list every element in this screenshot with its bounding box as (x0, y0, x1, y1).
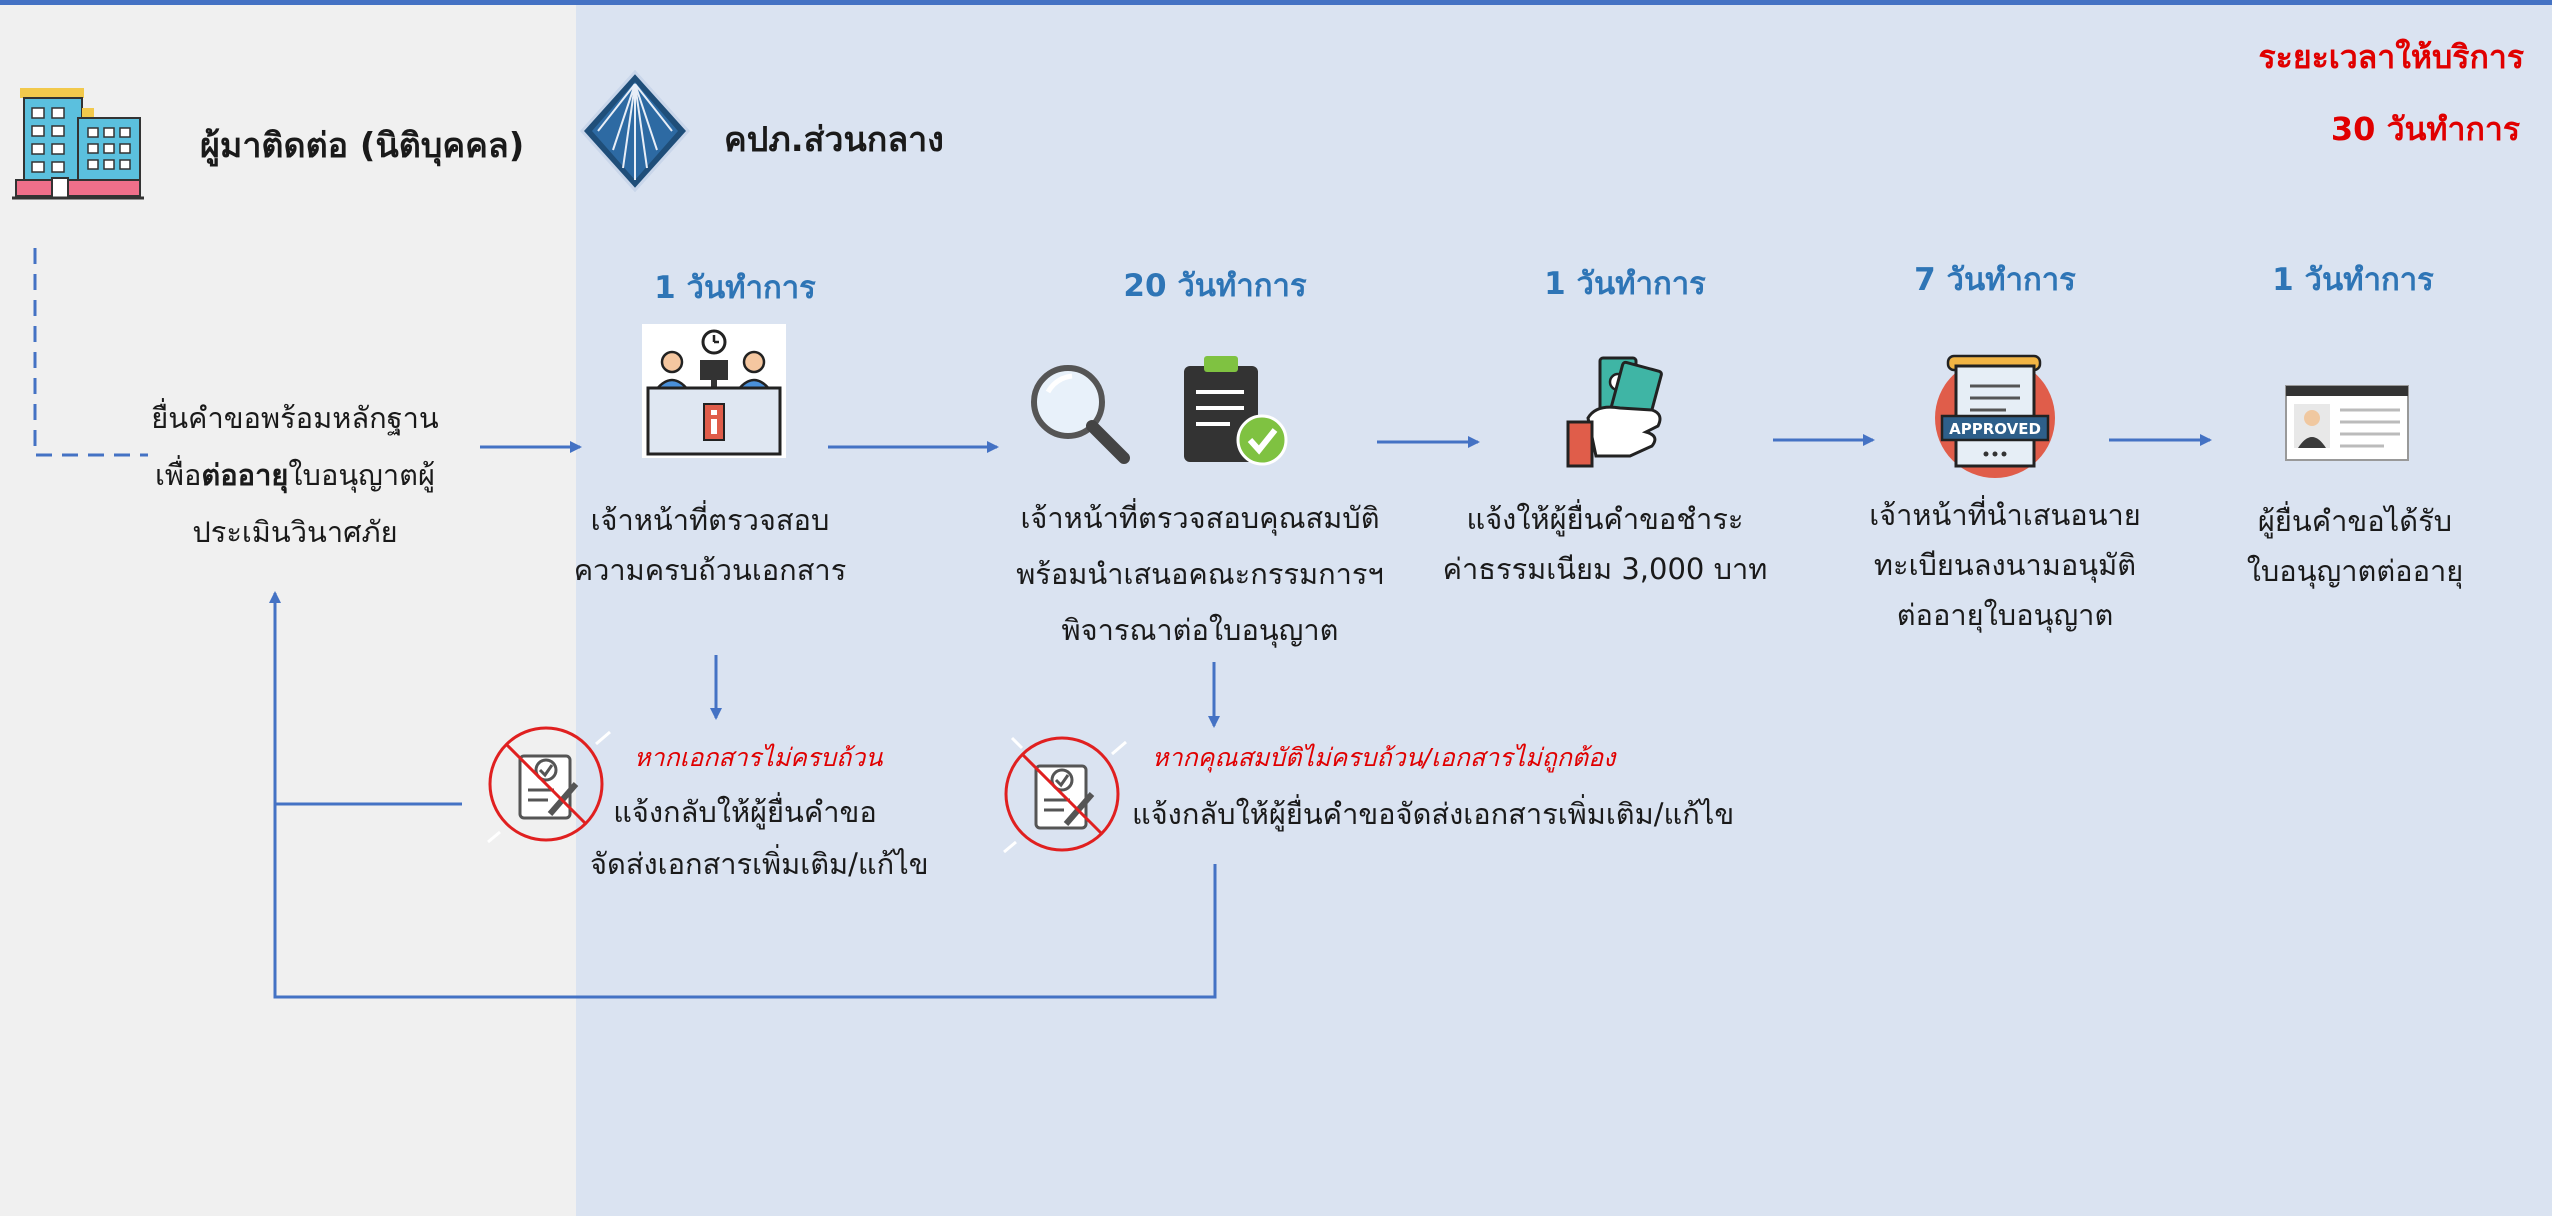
rejection1-line-2: จัดส่งเอกสารเพิ่มเติม/แก้ไข (590, 847, 929, 881)
applicant-label: ผู้มาติดต่อ (นิติบุคคล) (200, 126, 525, 166)
step2-line-1: เจ้าหน้าที่ตรวจสอบคุณสมบัติ (1020, 501, 1380, 535)
step4-duration: 7 วันทำการ (1914, 262, 2076, 298)
step5-description: ผู้ยื่นคำขอได้รับ ใบอนุญาตต่ออายุ (2215, 496, 2495, 596)
step2-duration: 20 วันทำการ (1123, 268, 1307, 304)
svg-text:APPROVED: APPROVED (1949, 420, 2041, 438)
rejection2-warning: หากคุณสมบัติไม่ครบถ้วน/เอกสารไม่ถูกต้อง (1152, 743, 1616, 772)
return-line-2 (269, 591, 1217, 999)
rejection1-warning: หากเอกสารไม่ครบถ้วน (634, 743, 883, 772)
step4-description: เจ้าหน้าที่นำเสนอนาย ทะเบียนลงนามอนุมัติ… (1855, 490, 2155, 640)
step1-description: เจ้าหน้าที่ตรวจสอบ ความครบถ้วนเอกสาร (560, 495, 860, 595)
step5-line-1: ผู้ยื่นคำขอได้รับ (2257, 504, 2453, 538)
license-card-icon (2284, 384, 2410, 466)
rejection1-line-1: แจ้งกลับให้ผู้ยื่นคำขอ (613, 795, 877, 829)
rejected-qualification-icon (1000, 732, 1128, 864)
rejection1-note: แจ้งกลับให้ผู้ยื่นคำขอ จัดส่งเอกสารเพิ่ม… (590, 786, 929, 890)
step2-description: เจ้าหน้าที่ตรวจสอบคุณสมบัติ พร้อมนำเสนอค… (1000, 490, 1400, 658)
agency-label: คปภ.ส่วนกลาง (724, 120, 944, 160)
rejection2-line-1: แจ้งกลับให้ผู้ยื่นคำขอจัดส่งเอกสารเพิ่มเ… (1132, 797, 1735, 831)
step3-description: แจ้งให้ผู้ยื่นคำขอชำระ ค่าธรรมเนียม 3,00… (1440, 494, 1770, 594)
submit-request-text: ยื่นคำขอพร้อมหลักฐาน เพื่อต่ออายุใบอนุญา… (130, 390, 460, 561)
service-time-value: 30 วันทำการ (2330, 110, 2520, 148)
submit-line-1: ยื่นคำขอพร้อมหลักฐาน (151, 401, 439, 435)
step1-line-1: เจ้าหน้าที่ตรวจสอบ (590, 503, 830, 537)
rejected-document-icon (484, 722, 612, 854)
building-icon (12, 82, 144, 208)
top-accent-bar (0, 0, 2552, 5)
step3-duration: 1 วันทำการ (1544, 266, 1706, 302)
step3-line-1: แจ้งให้ผู้ยื่นคำขอชำระ (1466, 502, 1744, 536)
magnifier-icon (1028, 362, 1130, 468)
payment-hand-icon (1566, 352, 1678, 476)
step5-line-2: ใบอนุญาตต่ออายุ (2246, 554, 2464, 588)
step1-duration: 1 วันทำการ (654, 270, 816, 306)
submit-line-2-prefix: เพื่อ (154, 458, 202, 492)
service-time-label: ระยะเวลาให้บริการ (2258, 38, 2524, 76)
clipboard-check-icon (1180, 354, 1288, 470)
step4-line-3: ต่ออายุใบอนุญาต (1896, 598, 2114, 632)
agency-logo-icon (578, 69, 692, 196)
rejection2-note: แจ้งกลับให้ผู้ยื่นคำขอจัดส่งเอกสารเพิ่มเ… (1132, 788, 1734, 840)
step1-line-2: ความครบถ้วนเอกสาร (573, 553, 847, 587)
step4-line-2: ทะเบียนลงนามอนุมัติ (1873, 548, 2137, 582)
reception-desk-icon (642, 324, 786, 462)
agency-lane (576, 5, 2552, 1216)
step5-duration: 1 วันทำการ (2272, 262, 2434, 298)
applicant-lane (0, 5, 576, 1216)
step3-line-2: ค่าธรรมเนียม 3,000 บาท (1442, 552, 1768, 586)
submit-line-2-bold: ต่ออายุ (201, 458, 289, 492)
step2-line-2: พร้อมนำเสนอคณะกรรมการฯ (1016, 557, 1384, 591)
submit-line-2: เพื่อต่ออายุใบอนุญาตผู้ (130, 447, 460, 504)
submit-line-3: ประเมินวินาศภัย (192, 515, 398, 549)
approved-document-icon: APPROVED (1932, 350, 2058, 484)
step4-line-1: เจ้าหน้าที่นำเสนอนาย (1869, 498, 2141, 532)
submit-line-2-suffix: ใบอนุญาตผู้ (288, 458, 436, 492)
step2-line-3: พิจารณาต่อใบอนุญาต (1061, 613, 1339, 647)
